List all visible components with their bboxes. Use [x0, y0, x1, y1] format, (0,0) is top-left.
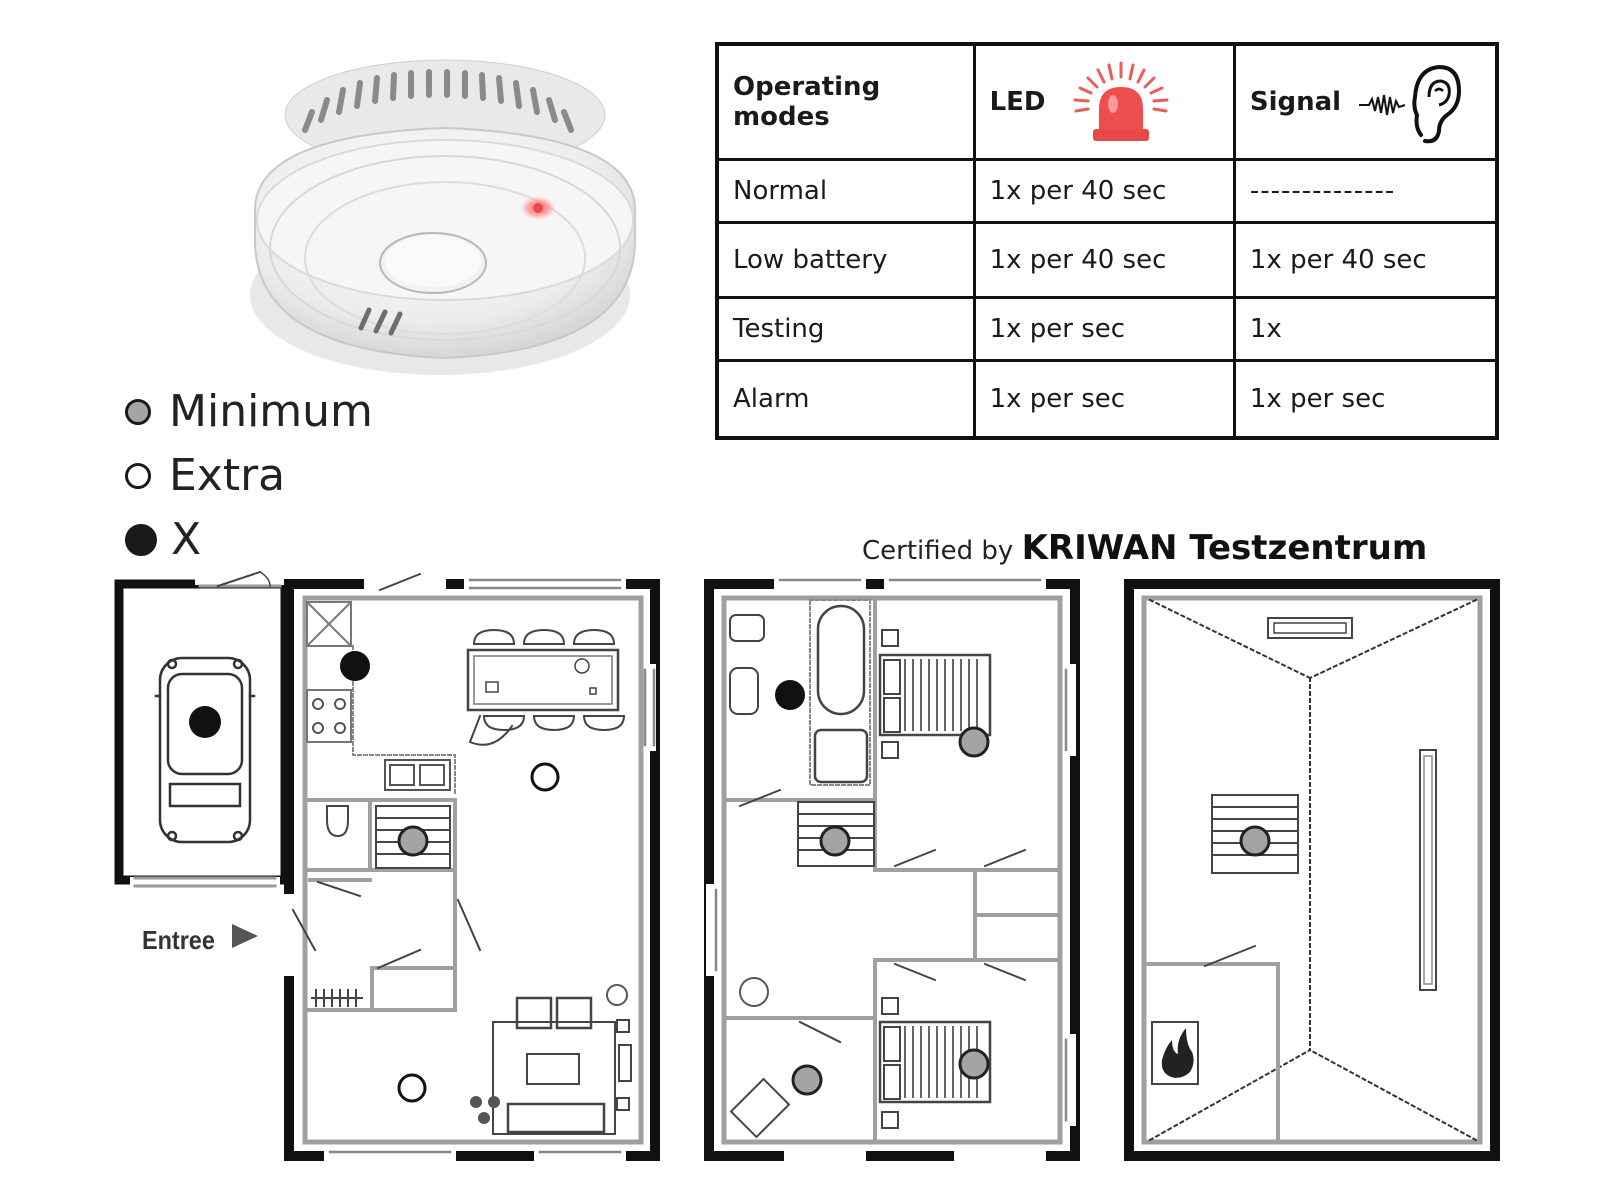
- alarm-siren-icon: [1073, 61, 1169, 141]
- led-cell: 1x per 40 sec: [972, 221, 1236, 299]
- mode-cell: Normal: [715, 158, 976, 224]
- certification-brand: KRIWAN Testzentrum: [1021, 528, 1428, 568]
- led-cell: 1x per sec: [972, 296, 1236, 362]
- mode-cell: Low battery: [715, 221, 976, 299]
- car-icon: [154, 656, 256, 844]
- table-row: Low battery 1x per 40 sec 1x per 40 sec: [715, 221, 1499, 299]
- detector-extra-marker: [530, 762, 560, 792]
- x-dot-icon: [125, 524, 157, 556]
- header-label: Operating modes: [733, 72, 881, 132]
- ear-sound-icon: [1359, 64, 1462, 144]
- led-cell: 1x per 40 sec: [972, 158, 1236, 224]
- header-label: LED: [989, 87, 1046, 117]
- detector-x-marker: [340, 651, 370, 681]
- fire-icon: [1161, 1028, 1194, 1078]
- signal-cell: 1x: [1232, 296, 1499, 362]
- entrance-arrow-icon: [232, 924, 258, 948]
- table-row: Alarm 1x per sec 1x per sec: [715, 359, 1499, 440]
- table-header-row: Operating modes LED: [715, 42, 1499, 161]
- legend-item-x: X: [125, 508, 525, 572]
- legend-label: X: [171, 514, 202, 565]
- detector-x-marker: [189, 706, 221, 738]
- detector-minimum-marker: [1239, 825, 1271, 857]
- detector-minimum-marker: [958, 1048, 990, 1080]
- legend-item-minimum: Minimum: [125, 380, 525, 444]
- ground-floor-plan: [283, 572, 660, 1162]
- header-operating-modes: Operating modes: [715, 42, 976, 161]
- header-led: LED: [972, 42, 1236, 161]
- signal-cell: 1x per sec: [1232, 359, 1499, 440]
- legend-item-extra: Extra: [125, 444, 525, 508]
- minimum-dot-icon: [125, 399, 151, 425]
- detector-minimum-marker: [819, 825, 851, 857]
- floor-plans-svg: [114, 570, 1500, 1162]
- table-row: Normal 1x per 40 sec --------------: [715, 158, 1499, 224]
- legend-label: Minimum: [169, 386, 373, 437]
- signal-cell: --------------: [1232, 158, 1499, 224]
- first-floor-plan: [704, 578, 1080, 1162]
- mode-cell: Alarm: [715, 359, 976, 440]
- certification-line: Certified by KRIWAN Testzentrum: [862, 528, 1427, 568]
- detector-extra-marker: [397, 1073, 427, 1103]
- floor-plans: Entree: [0, 570, 1600, 1200]
- attic-plan: [1124, 579, 1500, 1161]
- led-cell: 1x per sec: [972, 359, 1236, 440]
- detector-x-marker: [775, 680, 805, 710]
- table-row: Testing 1x per sec 1x: [715, 296, 1499, 362]
- detector-minimum-marker: [397, 825, 429, 857]
- mode-cell: Testing: [715, 296, 976, 362]
- signal-cell: 1x per 40 sec: [1232, 221, 1499, 299]
- entrance-label: Entree: [142, 925, 215, 955]
- header-label: Signal: [1249, 87, 1342, 117]
- certification-prefix: Certified by: [862, 536, 1014, 566]
- extra-dot-icon: [125, 463, 151, 489]
- detector-minimum-marker: [958, 726, 990, 758]
- header-signal: Signal: [1232, 42, 1499, 161]
- detector-legend: Minimum Extra X: [125, 380, 525, 572]
- detector-minimum-marker: [791, 1064, 823, 1096]
- operating-modes-table: Operating modes LED: [715, 42, 1499, 440]
- smoke-detector-illustration: [250, 59, 636, 375]
- garage-plan: [114, 570, 290, 888]
- legend-label: Extra: [169, 450, 286, 501]
